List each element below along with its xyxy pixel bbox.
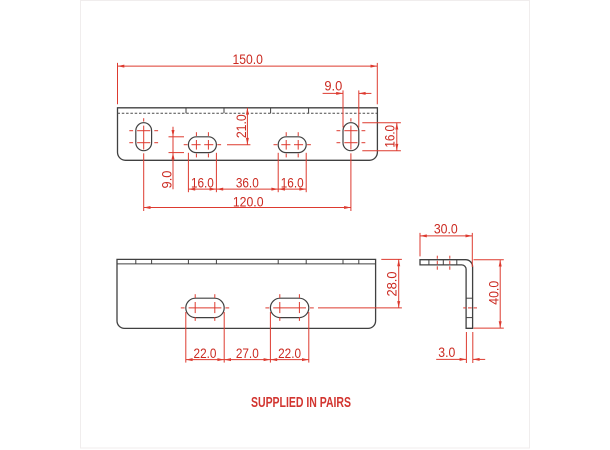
svg-text:36.0: 36.0 — [236, 176, 259, 192]
svg-text:40.0: 40.0 — [487, 281, 503, 305]
svg-text:9.0: 9.0 — [160, 170, 176, 188]
svg-text:9.0: 9.0 — [324, 78, 342, 94]
svg-text:16.0: 16.0 — [281, 176, 304, 192]
svg-text:SUPPLIED IN PAIRS: SUPPLIED IN PAIRS — [251, 394, 351, 411]
svg-text:21.0: 21.0 — [234, 114, 250, 138]
svg-text:120.0: 120.0 — [233, 195, 264, 211]
svg-text:3.0: 3.0 — [438, 345, 455, 361]
svg-text:150.0: 150.0 — [233, 52, 263, 68]
svg-text:30.0: 30.0 — [434, 222, 458, 238]
svg-text:16.0: 16.0 — [191, 176, 214, 192]
svg-text:16.0: 16.0 — [382, 125, 398, 148]
svg-text:28.0: 28.0 — [385, 271, 401, 296]
svg-text:22.0: 22.0 — [278, 346, 301, 362]
svg-text:22.0: 22.0 — [194, 346, 217, 362]
svg-text:27.0: 27.0 — [236, 346, 259, 362]
